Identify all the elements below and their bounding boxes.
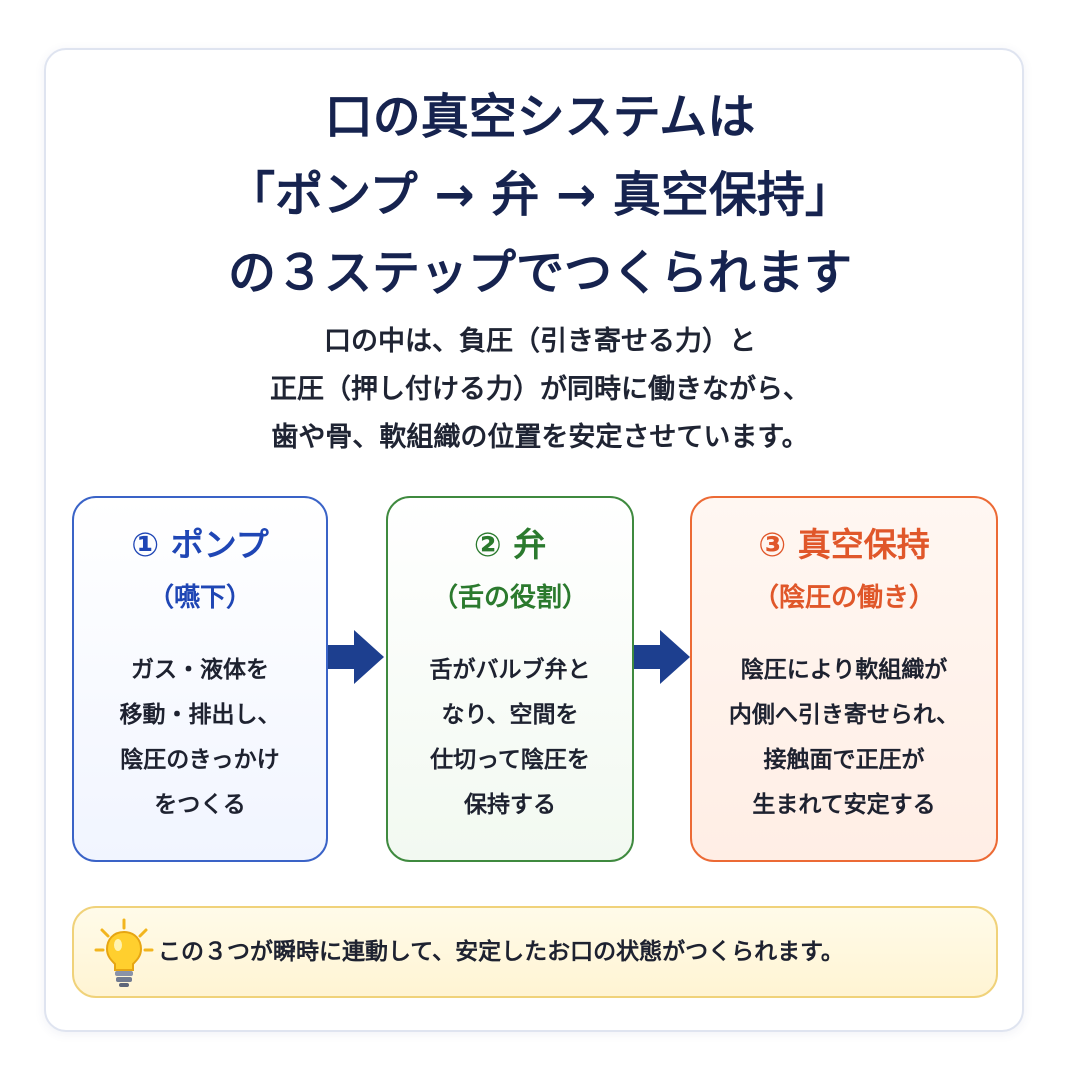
note-text: この３つが瞬時に連動して、安定したお口の状態がつくられます。 [158, 939, 844, 965]
step-subtitle: （嚥下） [147, 583, 252, 613]
step-body: 舌がバルブ弁と なり、空間を 仕切って陰圧を 保持する [388, 648, 632, 828]
step-subtitle: （舌の役割） [431, 583, 588, 613]
step-body-line: 接触面で正圧が [763, 747, 925, 773]
step-vacuum-box: ③ 真空保持 （陰圧の働き） 陰圧により軟組織が 内側へ引き寄せられ、 接触面で… [690, 496, 998, 862]
description-line-1: 口の中は、負圧（引き寄せる力）と [324, 326, 756, 357]
step-body-line: 保持する [464, 792, 556, 818]
step-body-line: ガス・液体を [131, 657, 269, 683]
step-title: ③ 真空保持 [758, 525, 930, 564]
title-line-2: 「ポンプ → 弁 → 真空保持」 [227, 167, 853, 223]
step-body-line: をつくる [154, 792, 246, 818]
title-line-1: 口の真空システムは [324, 89, 756, 145]
arrow-right-icon [634, 630, 690, 684]
arrow-right-icon [328, 630, 384, 684]
step-title: ② 弁 [473, 525, 547, 564]
step-body-line: 仕切って陰圧を [430, 747, 590, 773]
description-line-2: 正圧（押し付ける力）が同時に働きながら、 [270, 374, 810, 405]
step-pump-box: ① ポンプ （嚥下） ガス・液体を 移動・排出し、 陰圧のきっかけ をつくる [72, 496, 328, 862]
step-body: ガス・液体を 移動・排出し、 陰圧のきっかけ をつくる [74, 648, 326, 828]
page-title: 口の真空システムは 「ポンプ → 弁 → 真空保持」 の３ステップでつくられます [0, 78, 1080, 312]
step-subtitle: （陰圧の働き） [752, 583, 935, 613]
step-title: ① ポンプ [131, 525, 269, 564]
lightbulb-icon [94, 918, 154, 987]
step-body-line: 陰圧により軟組織が [740, 657, 948, 683]
step-body-line: 舌がバルブ弁と [429, 657, 591, 683]
step-body-line: 内側へ引き寄せられ、 [728, 702, 960, 728]
step-body-line: 移動・排出し、 [119, 702, 281, 728]
title-line-3: の３ステップでつくられます [227, 245, 852, 301]
step-body-line: 生まれて安定する [752, 792, 936, 818]
step-body-line: なり、空間を [441, 702, 579, 728]
description-line-3: 歯や骨、軟組織の位置を安定させています。 [271, 422, 809, 453]
summary-note: この３つが瞬時に連動して、安定したお口の状態がつくられます。 [72, 906, 998, 998]
step-body: 陰圧により軟組織が 内側へ引き寄せられ、 接触面で正圧が 生まれて安定する [692, 648, 996, 828]
step-body-line: 陰圧のきっかけ [120, 747, 280, 773]
description: 口の中は、負圧（引き寄せる力）と 正圧（押し付ける力）が同時に働きながら、 歯や… [0, 318, 1080, 462]
step-valve-box: ② 弁 （舌の役割） 舌がバルブ弁と なり、空間を 仕切って陰圧を 保持する [386, 496, 634, 862]
